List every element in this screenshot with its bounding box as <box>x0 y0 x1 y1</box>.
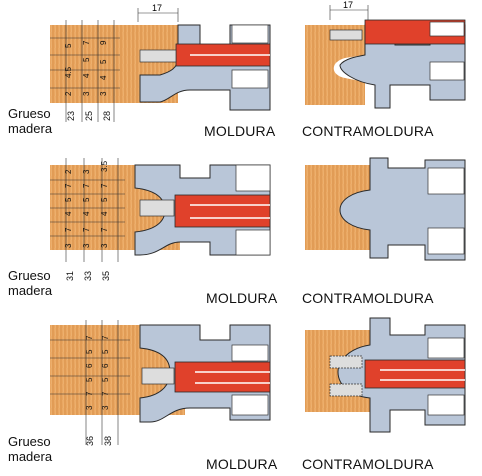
blade <box>329 355 363 369</box>
red-insert <box>174 194 271 228</box>
col-number: 3 <box>100 243 109 248</box>
col-number: 7 <box>64 227 73 232</box>
col-number: 6 <box>101 363 110 368</box>
col-number: 5 <box>85 349 94 354</box>
grueso-label: Grueso madera <box>8 106 52 136</box>
col-number: 4.5 <box>64 66 73 78</box>
col-number: 3.5 <box>100 160 109 172</box>
grueso-text: Grueso <box>8 106 51 121</box>
col-number: 7 <box>85 391 94 396</box>
moldura-label: MOLDURA <box>204 123 276 139</box>
col-number: 7 <box>82 227 91 232</box>
blade <box>329 383 363 397</box>
wood-block <box>305 330 370 412</box>
blade <box>139 199 175 217</box>
col-number: 5 <box>101 349 110 354</box>
thickness-value: 33 <box>83 271 93 281</box>
col-number: 4 <box>82 73 91 78</box>
row1-contramoldura <box>305 5 466 109</box>
blade <box>141 367 175 385</box>
blade <box>235 164 271 192</box>
thickness-value: 23 <box>66 111 76 121</box>
row3-moldura <box>50 320 271 445</box>
col-number: 5 <box>82 57 91 62</box>
col-number: 7 <box>101 391 110 396</box>
contramoldura-label: CONTRAMOLDURA <box>302 456 434 472</box>
col-number: 7 <box>82 40 91 45</box>
madera-text: madera <box>8 121 53 136</box>
col-number: 3 <box>82 169 91 174</box>
blade <box>429 21 465 37</box>
col-number: 5 <box>64 43 73 48</box>
grueso-label: Grueso madera <box>8 434 52 464</box>
blade <box>427 394 465 416</box>
blade <box>427 227 465 255</box>
col-number: 5 <box>82 197 91 202</box>
wood-block <box>305 165 370 250</box>
col-number: 5 <box>101 377 110 382</box>
col-number: 3 <box>82 243 91 248</box>
blade <box>429 61 465 81</box>
col-number: 3 <box>101 405 110 410</box>
wood-block <box>305 25 365 105</box>
blade <box>235 229 271 256</box>
row3-contramoldura <box>305 317 466 433</box>
madera-text: madera <box>8 449 53 464</box>
grueso-label: Grueso madera <box>8 268 52 298</box>
madera-text: madera <box>8 283 53 298</box>
blade <box>427 337 465 359</box>
contramoldura-label: CONTRAMOLDURA <box>302 290 434 306</box>
cutter-body <box>339 24 466 109</box>
col-number: 7 <box>85 335 94 340</box>
col-number: 6 <box>85 363 94 368</box>
col-number: 7 <box>82 183 91 188</box>
red-insert <box>364 359 466 389</box>
col-number: 2 <box>64 169 73 174</box>
thickness-value: 28 <box>102 111 112 121</box>
row2-moldura <box>50 158 271 262</box>
moldura-label: MOLDURA <box>206 456 278 472</box>
row1-moldura <box>50 8 271 122</box>
contramoldura-label: CONTRAMOLDURA <box>302 123 434 139</box>
thickness-value: 38 <box>103 436 113 446</box>
col-number: 3 <box>64 243 73 248</box>
blade <box>231 24 269 44</box>
col-number: 4 <box>82 211 91 216</box>
col-number: 7 <box>64 183 73 188</box>
moldura-label: MOLDURA <box>206 290 278 306</box>
dimension-label: 17 <box>343 0 353 10</box>
col-number: 4 <box>64 211 73 216</box>
col-number: 4 <box>99 75 108 80</box>
thickness-value: 25 <box>84 111 94 121</box>
blade <box>231 69 269 89</box>
grueso-text: Grueso <box>8 268 51 283</box>
blade <box>231 344 269 362</box>
blade <box>329 29 363 41</box>
col-number: 7 <box>100 183 109 188</box>
col-number: 7 <box>101 335 110 340</box>
col-number: 5 <box>99 59 108 64</box>
col-number: 9 <box>99 40 108 45</box>
blade <box>139 49 177 63</box>
grueso-text: Grueso <box>8 434 51 449</box>
col-number: 3 <box>82 91 91 96</box>
dimension-label: 17 <box>152 3 162 13</box>
thickness-value: 31 <box>65 271 75 281</box>
col-number: 3 <box>99 91 108 96</box>
row2-contramoldura <box>305 157 466 261</box>
col-number: 7 <box>100 227 109 232</box>
col-number: 2 <box>64 91 73 96</box>
red-insert <box>174 361 271 393</box>
col-number: 5 <box>64 197 73 202</box>
col-number: 5 <box>85 377 94 382</box>
blade <box>231 394 269 416</box>
col-number: 5 <box>100 197 109 202</box>
col-number: 4 <box>100 211 109 216</box>
thickness-value: 36 <box>85 436 95 446</box>
col-number: 3 <box>85 405 94 410</box>
thickness-value: 35 <box>101 271 111 281</box>
blade <box>427 167 465 195</box>
